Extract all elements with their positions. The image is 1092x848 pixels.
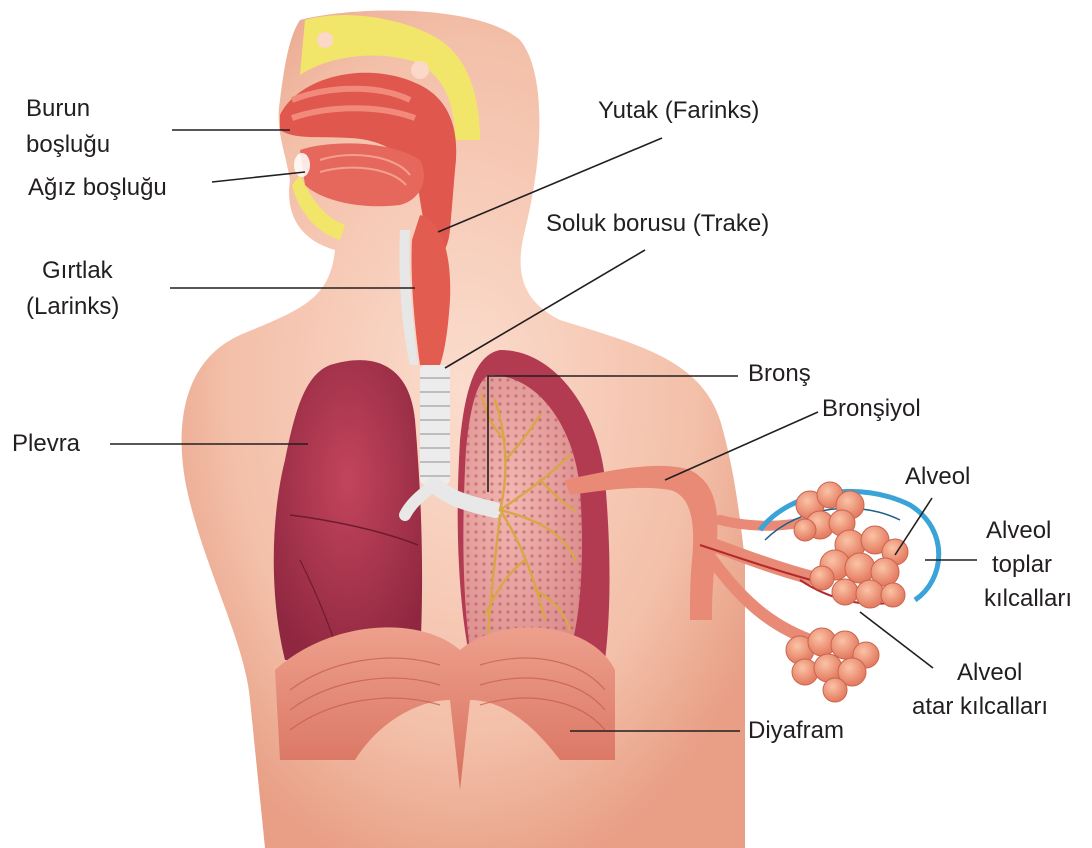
label-yutak: Yutak (Farinks) [598, 96, 759, 125]
label-plevra: Plevra [12, 429, 80, 458]
label-burun-line2: boşluğu [26, 130, 110, 159]
label-atar-line1: Alveol [957, 658, 1022, 687]
label-toplar-line2: toplar [992, 550, 1052, 579]
label-toplar-line3: kılcalları [984, 584, 1072, 613]
label-girtlak-line2: (Larinks) [26, 292, 119, 321]
label-bronshiyol: Bronşiyol [822, 394, 921, 423]
label-agiz: Ağız boşluğu [28, 173, 167, 202]
label-alveol: Alveol [905, 462, 970, 491]
label-diyafram: Diyafram [748, 716, 844, 745]
label-atar-line2: atar kılcalları [912, 692, 1048, 721]
label-soluk: Soluk borusu (Trake) [546, 209, 769, 238]
label-girtlak-line1: Gırtlak [42, 256, 113, 285]
label-burun-line1: Burun [26, 94, 90, 123]
label-bronsh: Bronş [748, 359, 811, 388]
label-toplar-line1: Alveol [986, 516, 1051, 545]
